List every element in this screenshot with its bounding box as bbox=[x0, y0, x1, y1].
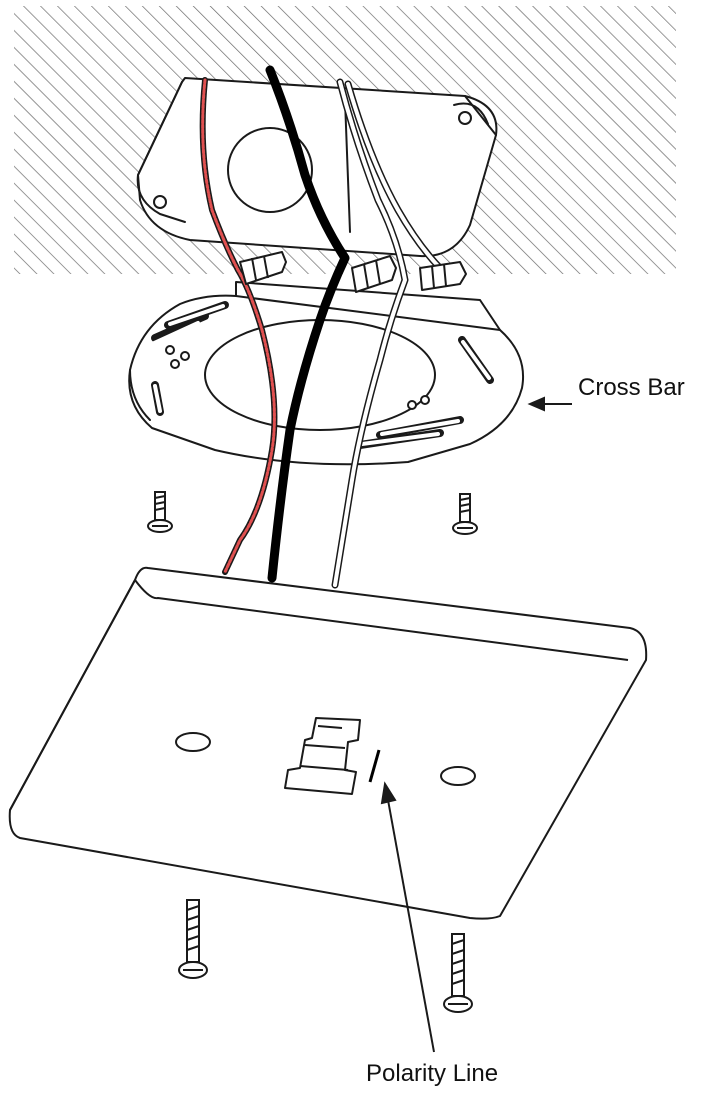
screw-left-long bbox=[178, 899, 208, 979]
cross-bar bbox=[128, 281, 524, 466]
polarity-arrow bbox=[380, 781, 435, 1053]
polarity-line bbox=[368, 749, 381, 783]
track-connector bbox=[284, 717, 361, 795]
black-wire bbox=[265, 65, 350, 583]
canopy-screws bbox=[178, 899, 473, 1013]
polarity-line-label: Polarity Line bbox=[366, 1060, 499, 1087]
cross-bar-arrow bbox=[527, 396, 572, 412]
screw-right-small bbox=[452, 493, 478, 535]
cross-bar-screws bbox=[147, 491, 478, 535]
screw-left-small bbox=[147, 491, 173, 533]
canopy-plate bbox=[8, 566, 648, 920]
junction-box bbox=[136, 77, 498, 258]
cross-bar-label: Cross Bar bbox=[578, 374, 685, 401]
wire-nuts bbox=[239, 251, 467, 293]
wires bbox=[199, 65, 444, 589]
screw-right-long bbox=[443, 933, 473, 1013]
